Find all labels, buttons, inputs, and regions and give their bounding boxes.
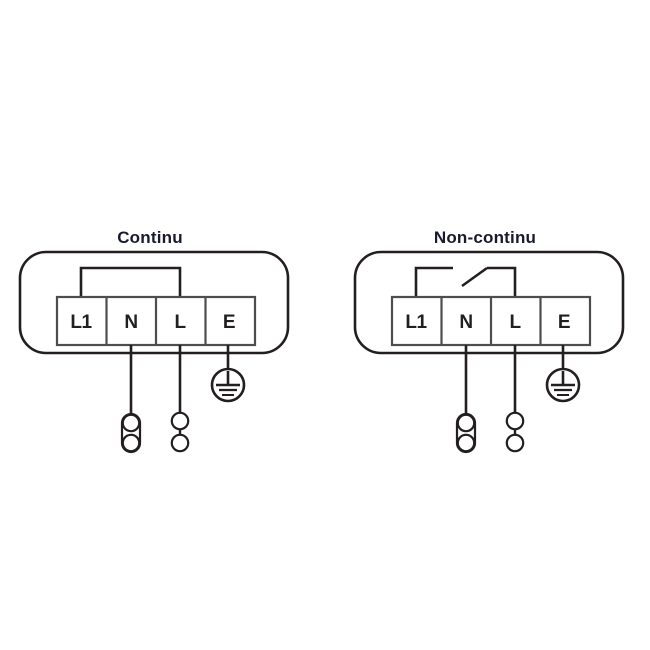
jumper-link-continu	[79, 266, 182, 297]
terminal-label-n-non-continu: N	[459, 312, 472, 333]
terminal-block-non-continu: L1 N L E	[390, 295, 592, 347]
terminal-label-l-continu: L	[174, 312, 186, 333]
enclosure-outline-non-continu	[353, 250, 625, 355]
enclosure-outline-continu	[18, 250, 290, 355]
panel-continu: Continu L1 N L E	[18, 228, 290, 454]
drop-wires-non-continu	[464, 345, 565, 415]
switch-blade	[461, 266, 488, 288]
connector-rings-l-continu	[170, 411, 190, 453]
earth-symbol-continu	[210, 367, 246, 403]
terminal-label-l-non-continu: L	[509, 312, 521, 333]
switch-left-arm	[414, 266, 453, 297]
terminal-label-e-non-continu: E	[558, 312, 570, 333]
drop-wires-continu	[129, 345, 230, 415]
earth-symbol-non-continu	[545, 367, 581, 403]
terminal-label-e-continu: E	[223, 312, 235, 333]
panel-non-continu: Non-continu L1 N L E	[353, 228, 625, 454]
connector-capsule-n-continu	[120, 412, 142, 454]
switch-right-arm	[487, 266, 517, 297]
connector-capsule-n-non-continu	[455, 412, 477, 454]
panel-title-non-continu: Non-continu	[434, 228, 536, 247]
terminal-label-n-continu: N	[124, 312, 137, 333]
terminal-label-l1-continu: L1	[70, 312, 92, 333]
connector-rings-l-non-continu	[505, 411, 525, 453]
terminal-label-l1-non-continu: L1	[405, 312, 427, 333]
terminal-block-continu: L1 N L E	[55, 295, 257, 347]
panel-title-continu: Continu	[117, 228, 183, 247]
switch-link-non-continu	[414, 266, 517, 297]
